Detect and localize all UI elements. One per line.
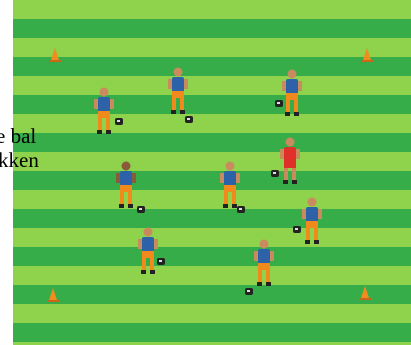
ball-icon	[271, 170, 279, 177]
player-icon	[277, 68, 307, 118]
player-icon	[297, 196, 327, 246]
cone-icon	[359, 286, 371, 300]
pitch-stripe	[13, 266, 411, 285]
player-icon	[89, 86, 119, 136]
pitch-stripe	[13, 190, 411, 209]
player-icon	[215, 160, 245, 210]
ball-icon	[275, 100, 283, 107]
pitch-stripe	[13, 323, 411, 342]
ball-icon	[137, 206, 145, 213]
pitch-stripe	[13, 95, 411, 114]
cone-icon	[49, 48, 61, 62]
cone-icon	[361, 48, 373, 62]
ball-icon	[157, 258, 165, 265]
soccer-pitch	[13, 0, 411, 345]
ball-icon	[293, 226, 301, 233]
caption-line-1: e bal	[0, 124, 72, 148]
caption-line-2: kken	[0, 148, 72, 172]
pitch-stripe	[13, 228, 411, 247]
pitch-stripe	[13, 171, 411, 190]
pitch-stripe	[13, 247, 411, 266]
caption-text: e bal kken	[0, 124, 72, 172]
ball-icon	[237, 206, 245, 213]
player-icon	[163, 66, 193, 116]
cone-icon	[47, 288, 59, 302]
player-icon	[133, 226, 163, 276]
ball-icon	[245, 288, 253, 295]
pitch-stripe	[13, 38, 411, 57]
pitch-stripe	[13, 19, 411, 38]
pitch-stripe	[13, 0, 411, 19]
pitch-stripe	[13, 114, 411, 133]
pitch-stripe	[13, 133, 411, 152]
pitch-stripe	[13, 152, 411, 171]
player-icon	[111, 160, 141, 210]
pitch-stripe	[13, 285, 411, 304]
player-icon	[249, 238, 279, 288]
pitch-stripe	[13, 209, 411, 228]
red-player-icon	[275, 136, 305, 186]
pitch-stripe	[13, 304, 411, 323]
ball-icon	[115, 118, 123, 125]
pitch-stripe	[13, 76, 411, 95]
pitch-stripe	[13, 57, 411, 76]
ball-icon	[185, 116, 193, 123]
